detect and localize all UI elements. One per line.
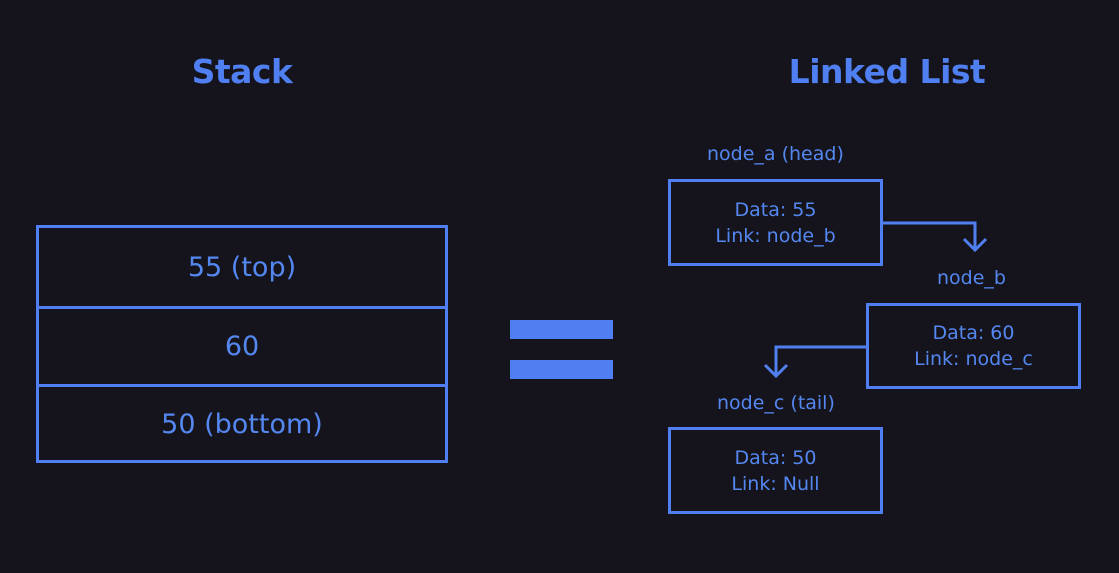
node-c-label: node_c (tail) [717, 392, 835, 414]
node-c-data: Data: 50 [734, 446, 817, 469]
node-a-box: Data: 55 Link: node_b [668, 179, 883, 266]
linked-list-title: Linked List [788, 52, 986, 91]
node-c-link: Link: Null [731, 472, 820, 495]
node-b-box: Data: 60 Link: node_c [866, 303, 1081, 389]
stack-cell-middle: 60 [39, 306, 445, 384]
node-c-box: Data: 50 Link: Null [668, 427, 883, 514]
equals-bar-upper [510, 320, 613, 339]
arrow-b-to-c [763, 345, 866, 379]
node-b-data: Data: 60 [932, 322, 1015, 344]
node-a-data: Data: 55 [734, 198, 817, 221]
stack-diagram: 55 (top) 60 50 (bottom) [36, 225, 448, 463]
node-a-label: node_a (head) [707, 143, 844, 165]
stack-title: Stack [191, 52, 293, 91]
node-b-link: Link: node_c [914, 348, 1033, 370]
equals-bar-lower [510, 360, 613, 379]
stack-cell-top: 55 (top) [187, 251, 297, 283]
node-b-label: node_b [937, 267, 1006, 289]
stack-cell-bottom: 50 (bottom) [39, 384, 445, 462]
node-a-link: Link: node_b [715, 224, 836, 247]
arrow-a-to-b [883, 221, 988, 253]
